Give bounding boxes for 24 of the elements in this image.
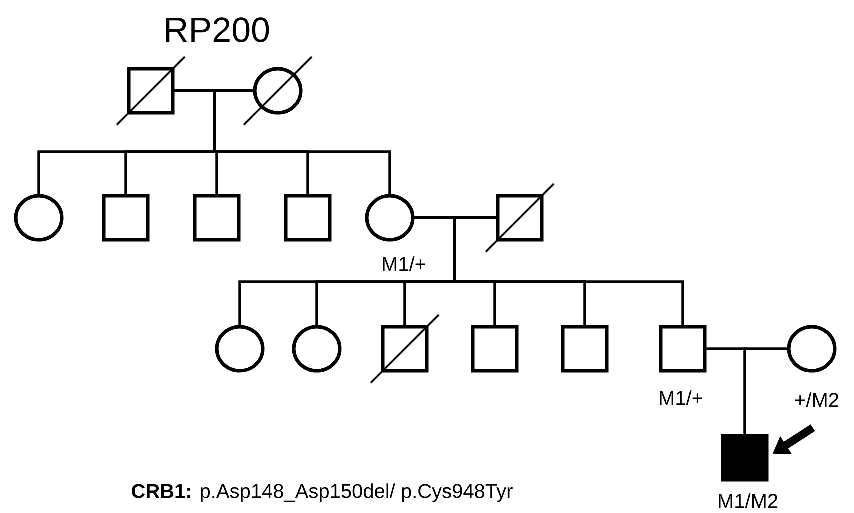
deceased-female-symbol bbox=[243, 56, 313, 126]
male-symbol bbox=[561, 325, 609, 373]
male-symbol bbox=[659, 325, 707, 373]
genotype-label: M1/M2 bbox=[719, 494, 778, 508]
caption: CRB1: p.Asp148_Asp150del/ p.Cys948Tyr bbox=[132, 484, 513, 502]
male-symbol bbox=[102, 194, 150, 242]
male-symbol bbox=[471, 325, 519, 373]
descent-line bbox=[213, 90, 392, 194]
female-symbol bbox=[14, 194, 64, 242]
genotype-label: M1/+ bbox=[660, 390, 703, 406]
affected-male-symbol bbox=[721, 434, 769, 482]
male-symbol bbox=[193, 194, 241, 242]
female-symbol bbox=[787, 325, 837, 373]
deceased-male-symbol bbox=[370, 314, 440, 384]
genotype-label: +/M2 bbox=[795, 392, 838, 408]
family-id: RP200 bbox=[166, 18, 270, 42]
descent-line bbox=[744, 348, 788, 434]
deceased-male-symbol bbox=[116, 56, 186, 126]
female-symbol bbox=[215, 325, 265, 373]
genotype-label: M1/+ bbox=[383, 256, 426, 272]
female-symbol bbox=[292, 325, 342, 373]
deceased-male-symbol bbox=[485, 183, 555, 253]
male-symbol bbox=[284, 194, 332, 242]
female-symbol bbox=[365, 194, 415, 242]
